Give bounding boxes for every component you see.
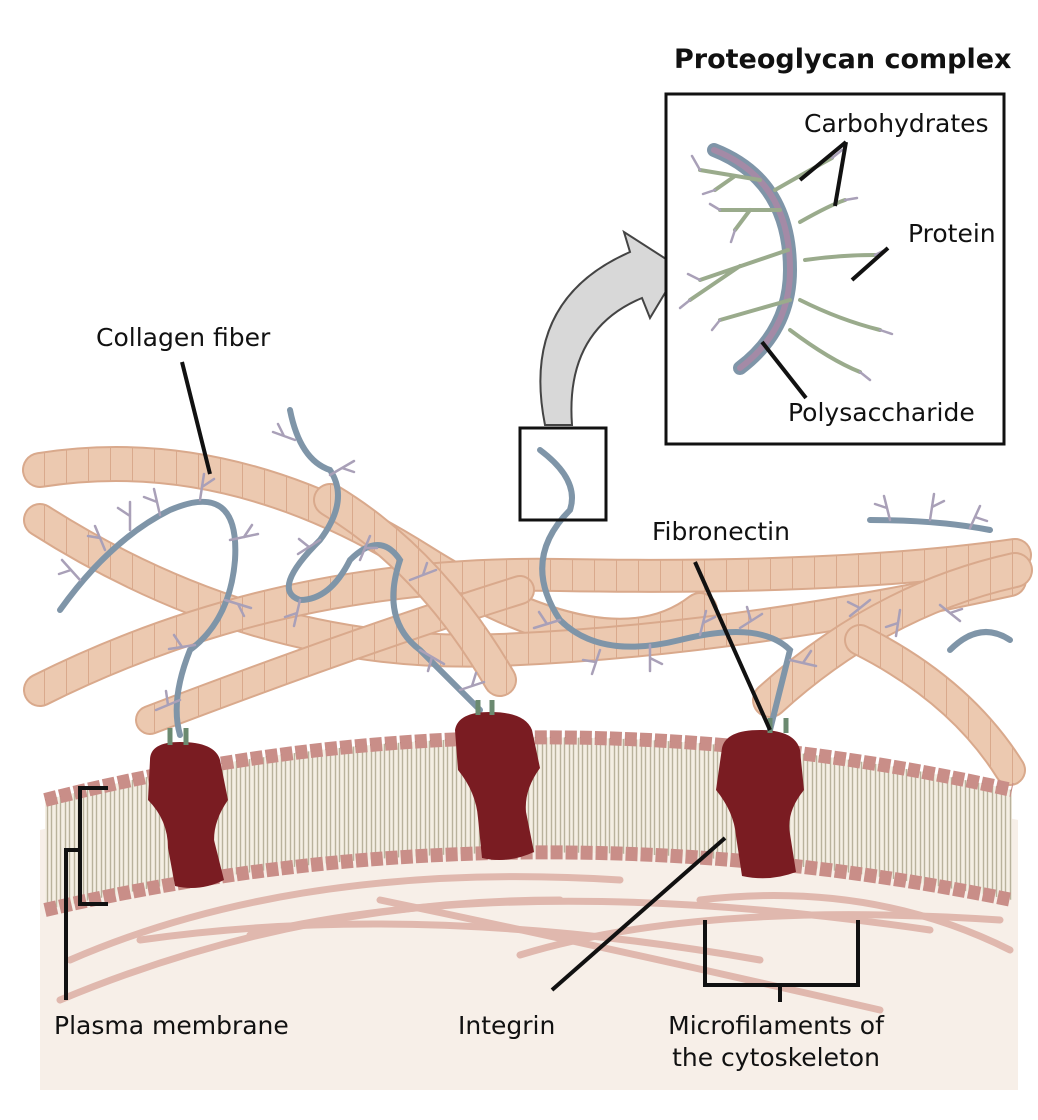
- integrin-right: [716, 730, 804, 879]
- collagen-fiber-leader: [180, 361, 212, 475]
- carbohydrates-leader-a: [798, 140, 848, 182]
- polysaccharide-label: Polysaccharide: [788, 398, 975, 427]
- zoom-arrow: [539, 229, 682, 426]
- carbohydrates-label: Carbohydrates: [804, 109, 989, 138]
- collagen-fibers: [22, 446, 1033, 786]
- protein-label: Protein: [908, 219, 996, 248]
- inset-title: Proteoglycan complex: [674, 44, 1012, 75]
- integrin-leader: [550, 836, 727, 992]
- carbohydrate-branches: [57, 422, 989, 712]
- integrin-middle: [455, 712, 540, 860]
- microfilaments-label-line2: the cytoskeleton: [672, 1043, 880, 1072]
- leader-lines: [64, 140, 890, 1002]
- proteoglycans: [57, 407, 1013, 738]
- fibronectin-leader: [693, 561, 772, 731]
- plasma-membrane-label: Plasma membrane: [54, 1011, 289, 1040]
- collagen-fiber-label: Collagen fiber: [96, 323, 271, 352]
- microfilaments: [56, 873, 1014, 1014]
- integrin-left: [148, 742, 228, 888]
- highlight-box: [518, 426, 608, 522]
- protein-leader: [850, 246, 890, 282]
- integrin-label: Integrin: [458, 1011, 556, 1040]
- plasma-membrane-bracket: [78, 786, 108, 906]
- plasma-membrane-leader: [64, 848, 80, 1000]
- microfilaments-label-line1: Microfilaments of: [668, 1011, 884, 1040]
- fibronectin-links: [167, 700, 789, 745]
- polysaccharide-leader: [760, 340, 808, 400]
- fibronectin-label: Fibronectin: [652, 517, 790, 546]
- carbohydrates-leader-b: [833, 141, 848, 207]
- integrins: [148, 712, 804, 888]
